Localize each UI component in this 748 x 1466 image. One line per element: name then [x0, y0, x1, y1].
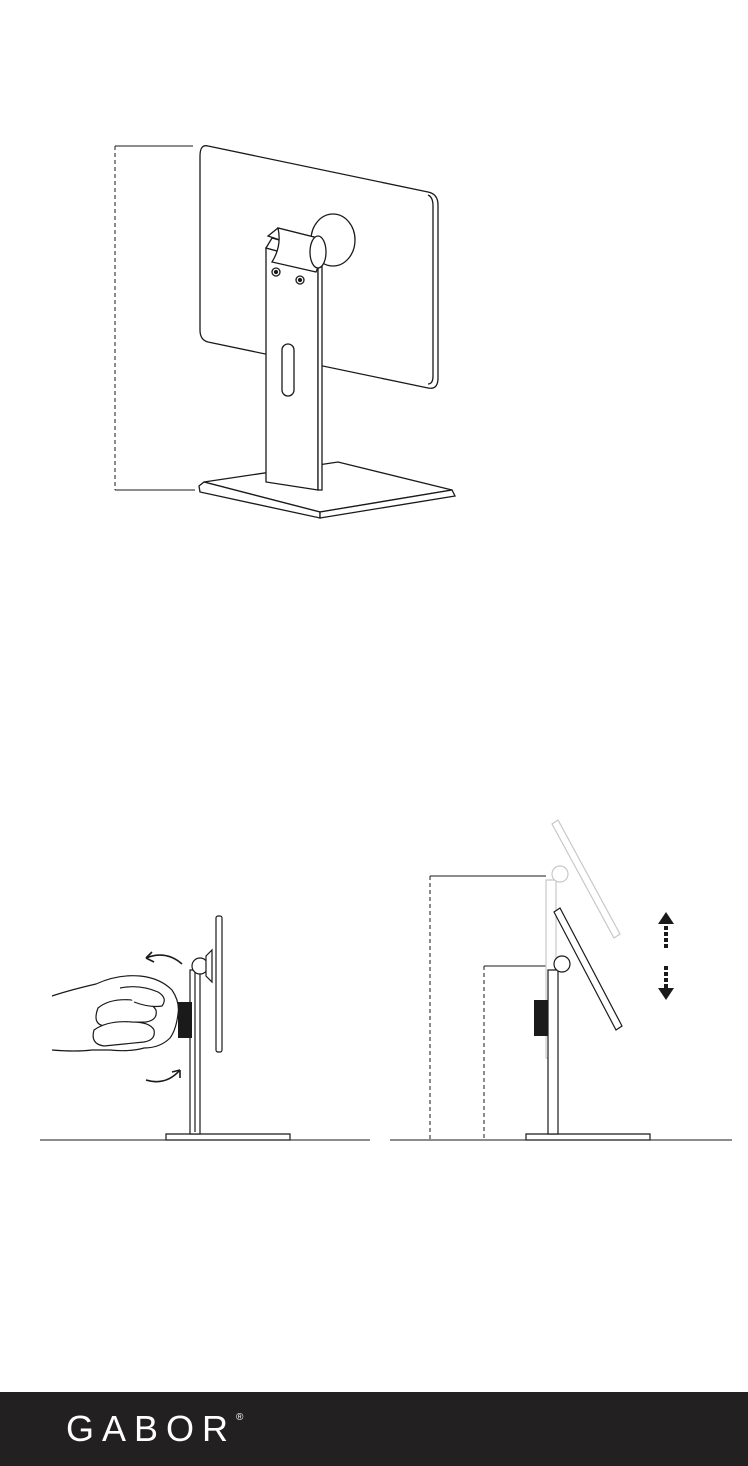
registered-mark: ®: [236, 1412, 243, 1423]
height-adjustment-illustration: [380, 800, 748, 1160]
magnet-pad: [178, 1002, 192, 1038]
footer-bar: GABOR®: [0, 1392, 748, 1466]
stand-arm: [548, 970, 558, 1134]
brand-name: GABOR: [66, 1408, 236, 1449]
min-height-indicator: [484, 966, 550, 1140]
magnet-pad: [534, 1000, 548, 1036]
tilt-arrow-top: [146, 952, 182, 964]
stand-rear-view-illustration: [0, 0, 748, 560]
down-arrow-icon: [658, 966, 674, 1000]
brand-logo: GABOR®: [66, 1408, 243, 1450]
stand-base: [526, 1134, 650, 1140]
up-arrow-icon: [658, 912, 674, 948]
height-indicator: [115, 146, 195, 490]
max-height-indicator: [430, 876, 546, 1140]
stand-base: [199, 462, 455, 518]
stand-base: [166, 1134, 290, 1140]
tilt-adjustment-illustration: [0, 880, 380, 1160]
stand-arm: [266, 238, 322, 490]
stand-arm: [190, 970, 200, 1134]
tablet-panel: [206, 916, 222, 1052]
hinge-joint: [554, 956, 570, 972]
tilt-arrow-bottom: [146, 1070, 180, 1082]
hand-illustration: [52, 976, 178, 1051]
